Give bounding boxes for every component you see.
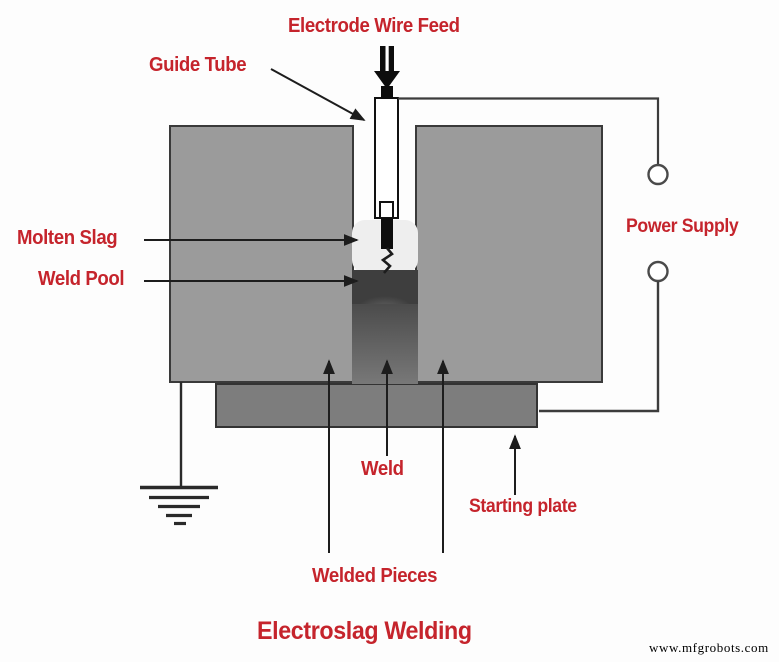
ground-symbol — [140, 382, 218, 526]
diagram-title: Electroslag Welding — [257, 617, 472, 645]
label-weld: Weld — [361, 458, 404, 480]
label-weld-pool: Weld Pool — [38, 268, 125, 290]
guide-tube-arrow — [270, 68, 366, 121]
label-welded-pieces: Welded Pieces — [312, 565, 438, 587]
power-terminal-bottom — [647, 260, 669, 283]
weld-pool-shape — [352, 270, 418, 304]
weld-column — [352, 296, 418, 384]
label-guide-tube: Guide Tube — [149, 54, 247, 76]
starting-plate-shape — [215, 383, 538, 428]
electrode-wire-shape — [381, 218, 393, 249]
label-electrode-wire-feed: Electrode Wire Feed — [288, 15, 460, 37]
label-power-supply: Power Supply — [626, 216, 739, 237]
power-terminal-top — [647, 163, 669, 186]
label-starting-plate: Starting plate — [469, 496, 577, 517]
guide-tube-inner-channel — [379, 201, 394, 219]
welded-piece-right — [415, 125, 603, 383]
watermark-text: www.mfgrobots.com — [649, 640, 769, 655]
electrode-feed-arrow — [374, 44, 400, 99]
label-molten-slag: Molten Slag — [17, 227, 118, 249]
welded-piece-left — [169, 125, 354, 383]
